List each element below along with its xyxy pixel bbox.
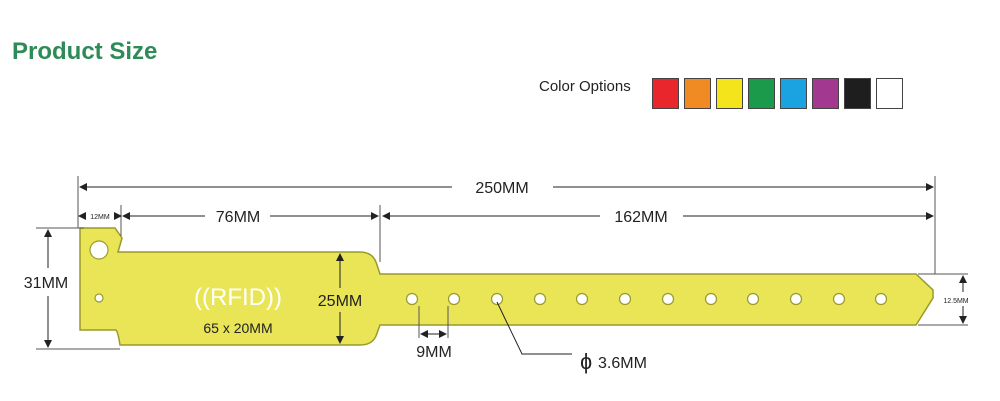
color-swatch — [876, 78, 903, 109]
dim-face-height: 25MM — [318, 293, 362, 310]
dim-strap-length: 162MM — [614, 209, 667, 226]
tab-hole-small — [94, 293, 104, 303]
dim-strap-height: 12.5MM — [943, 298, 968, 305]
color-swatch — [812, 78, 839, 109]
strap-hole — [405, 292, 419, 306]
chip-size-label: 65 x 20MM — [203, 320, 272, 336]
strap-hole — [874, 292, 888, 306]
color-swatch — [716, 78, 743, 109]
color-swatch-list — [652, 78, 903, 109]
tab-hole-large — [89, 240, 109, 260]
strap-hole — [618, 292, 632, 306]
color-swatch — [748, 78, 775, 109]
dim-tab-width: 12MM — [90, 214, 110, 221]
strap-hole — [746, 292, 760, 306]
strap-hole — [490, 292, 504, 306]
strap-holes — [405, 292, 888, 306]
color-swatch — [652, 78, 679, 109]
dim-total-length: 250MM — [475, 180, 528, 197]
color-swatch — [684, 78, 711, 109]
strap-hole — [533, 292, 547, 306]
dim-hole-diameter: 3.6MM — [598, 355, 647, 372]
color-swatch — [780, 78, 807, 109]
wristband-shape — [79, 227, 934, 346]
dim-head-height: 31MM — [24, 275, 68, 292]
hole-diameter-leader — [496, 301, 572, 355]
color-swatch — [844, 78, 871, 109]
strap-hole — [447, 292, 461, 306]
diameter-symbol: ɸ — [580, 349, 592, 374]
strap-hole — [704, 292, 718, 306]
strap-hole — [832, 292, 846, 306]
color-options-label: Color Options — [539, 78, 631, 95]
strap-hole — [661, 292, 675, 306]
dim-tab-bg — [86, 210, 114, 222]
strap-hole — [575, 292, 589, 306]
dim-head-length: 76MM — [216, 209, 260, 226]
dim-hole-spacing: 9MM — [416, 344, 452, 361]
strap-hole — [789, 292, 803, 306]
rfid-label: ((RFID)) — [194, 284, 282, 311]
page-title: Product Size — [12, 38, 158, 65]
